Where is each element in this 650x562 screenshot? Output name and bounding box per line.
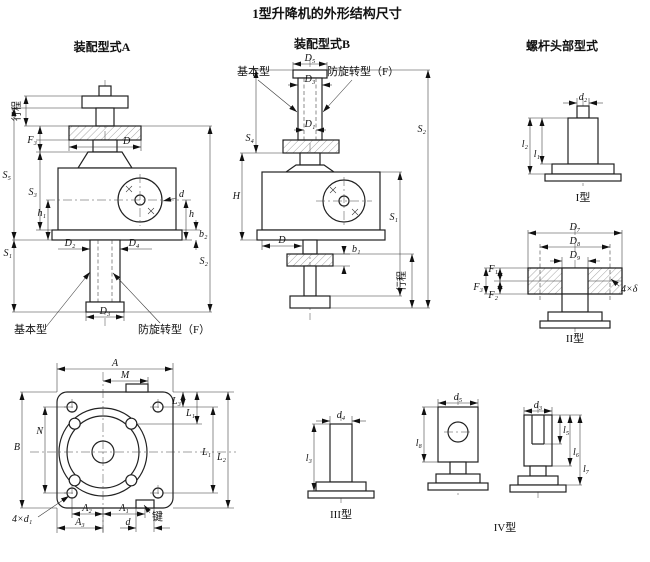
- dim-label-f3-head: F₃: [472, 282, 483, 293]
- protection-tube: [89, 239, 121, 303]
- dim-label-s3: S₃: [29, 187, 38, 198]
- dim-label-b2: b₂: [199, 229, 208, 240]
- dim-label-l3: l₃: [306, 453, 313, 464]
- dim-label-A3: A₃: [74, 517, 85, 528]
- dim-label-l2: l₂: [522, 139, 529, 150]
- dim-label-l1: l₁: [534, 149, 540, 160]
- dim-label-d2-a: D₂: [64, 238, 76, 249]
- dim-label-d1: D₁: [304, 119, 316, 130]
- type4-caption: IV型: [494, 520, 517, 534]
- screw-heads: 螺杆头部型式 d₂ l₂ l₁ I型: [306, 38, 638, 534]
- dim-label-b1: b₁: [352, 244, 360, 255]
- top-view-labels: A M L₃ L₁ L₁ L₂ B N 4×d₁ A₂ A₁ A₃ d 键: [12, 358, 227, 528]
- dim-label-s1-b: S₁: [390, 212, 398, 223]
- dim-label-d3-head: d₃: [534, 400, 543, 411]
- screw-heads-heading: 螺杆头部型式: [526, 38, 598, 53]
- dim-label-h1: h₁: [38, 208, 46, 219]
- top-view: A M L₃ L₁ L₁ L₂ B N 4×d₁ A₂ A₁ A₃ d 键: [12, 358, 236, 533]
- dim-label-f3-a: F₃: [26, 135, 37, 146]
- dim-label-4xd1: 4×d₁: [12, 514, 32, 525]
- anti-rotation-plate-b: [282, 139, 340, 154]
- dim-label-L3: L₃: [171, 396, 182, 407]
- screw-head-type2: D₇ D₈ D₉ F₁ F₂ F₃ 4×δ II型: [472, 222, 637, 345]
- type1-caption: I型: [576, 190, 591, 204]
- assembly-b-dimension-lines: [239, 61, 431, 309]
- dim-label-d4-a: D₄: [128, 238, 140, 249]
- callout-basic-a: 基本型: [14, 322, 47, 336]
- type3-caption: III型: [330, 507, 352, 521]
- dim-label-M: M: [120, 370, 130, 381]
- dim-label-s1-a: S₁: [4, 248, 12, 259]
- dim-label-l5: l₅: [563, 425, 570, 436]
- type2-caption: II型: [566, 331, 584, 345]
- dim-label-d2-head: d₂: [579, 92, 588, 103]
- dim-label-d4-head: d₄: [337, 410, 346, 421]
- callout-anti-rotation-a: 防旋转型（F）: [138, 322, 210, 336]
- dim-label-h: h: [189, 209, 194, 220]
- dim-label-d9: D₉: [569, 250, 581, 261]
- callout-anti-rotation-b: 防旋转型（F）: [327, 64, 399, 78]
- dim-label-d-cap-a: D: [122, 136, 131, 147]
- dim-label-A1: A₁: [118, 503, 129, 514]
- dim-label-s2-b: S₂: [418, 124, 427, 135]
- dim-label-d-key: d: [126, 517, 132, 528]
- dim-label-B: B: [14, 442, 20, 453]
- dim-label-d7: D₇: [569, 222, 581, 233]
- dim-label-d3-a: D₃: [99, 306, 111, 317]
- dim-label-4-delta: 4×δ: [621, 284, 638, 295]
- dim-label-d5-head: d₅: [454, 392, 463, 403]
- assembly-a-labels: 行程 F₃ S₅ S₃ h₁ S₁ D₂ D₄ D₃ D d h b₂ S₂ 基…: [3, 101, 211, 336]
- dim-label-s2-a: S₂: [200, 256, 209, 267]
- page-title: 1型升降机的外形结构尺寸: [252, 6, 402, 21]
- dim-label-l8: l₈: [416, 438, 423, 449]
- dim-label-A2: A₂: [81, 503, 92, 514]
- assembly-b-shapes: [256, 58, 386, 320]
- dim-label-l7: l₇: [583, 464, 590, 475]
- top-view-dimension-lines: [19, 363, 234, 533]
- dim-label-s5: S₅: [3, 170, 12, 181]
- dim-label-L1-side: L₁: [201, 447, 211, 458]
- dim-label-d-small-a: d: [179, 189, 185, 200]
- dim-label-A: A: [111, 358, 119, 369]
- callout-basic-b: 基本型: [237, 64, 270, 78]
- dim-label-N: N: [35, 426, 44, 437]
- assembly-b: 装配型式B: [232, 36, 431, 320]
- dim-label-f2: F₂: [487, 290, 498, 301]
- assembly-a-dimension-lines: [11, 95, 213, 328]
- screw-head-type4-side: d₃ l₅ l₆ l₇ IV型: [494, 400, 590, 534]
- dim-label-d3-b: D₃: [304, 74, 316, 85]
- assembly-b-labels: D₅ D₃ D₁ 基本型 防旋转型（F） S₄ H S₁ S₂ 行程 D b₁: [232, 53, 427, 291]
- dim-label-d5: D₅: [304, 53, 316, 64]
- dim-label-stroke-b: 行程: [395, 271, 408, 291]
- callout-key: 键: [152, 509, 163, 523]
- assembly-a-shapes: [46, 80, 192, 326]
- key-top: [125, 383, 149, 393]
- dim-label-l6: l₆: [573, 447, 580, 458]
- dim-label-L2: L₂: [216, 452, 227, 463]
- screw-head-type1: d₂ l₂ l₁ I型: [522, 92, 622, 204]
- screw-head-type4-front: d₅ l₈: [416, 392, 489, 498]
- dim-label-H: H: [232, 191, 241, 202]
- assembly-a: 装配型式A: [3, 39, 213, 336]
- assembly-b-heading: 装配型式B: [293, 36, 350, 51]
- dim-label-stroke-a: 行程: [10, 101, 23, 121]
- dim-label-f1: F₁: [487, 264, 498, 275]
- dim-label-d-cap-b: D: [277, 235, 286, 246]
- screw-head-type3: d₄ l₃ III型: [306, 410, 375, 521]
- dim-label-s4: S₄: [246, 133, 255, 144]
- dim-label-L1-top: L₁: [185, 408, 195, 419]
- assembly-a-heading: 装配型式A: [73, 39, 131, 54]
- dim-label-d8: D₈: [569, 236, 581, 247]
- key-bottom: [135, 499, 155, 509]
- top-tube: [297, 77, 323, 141]
- top-view-shapes: [30, 372, 236, 532]
- base-flange-b: [256, 229, 386, 241]
